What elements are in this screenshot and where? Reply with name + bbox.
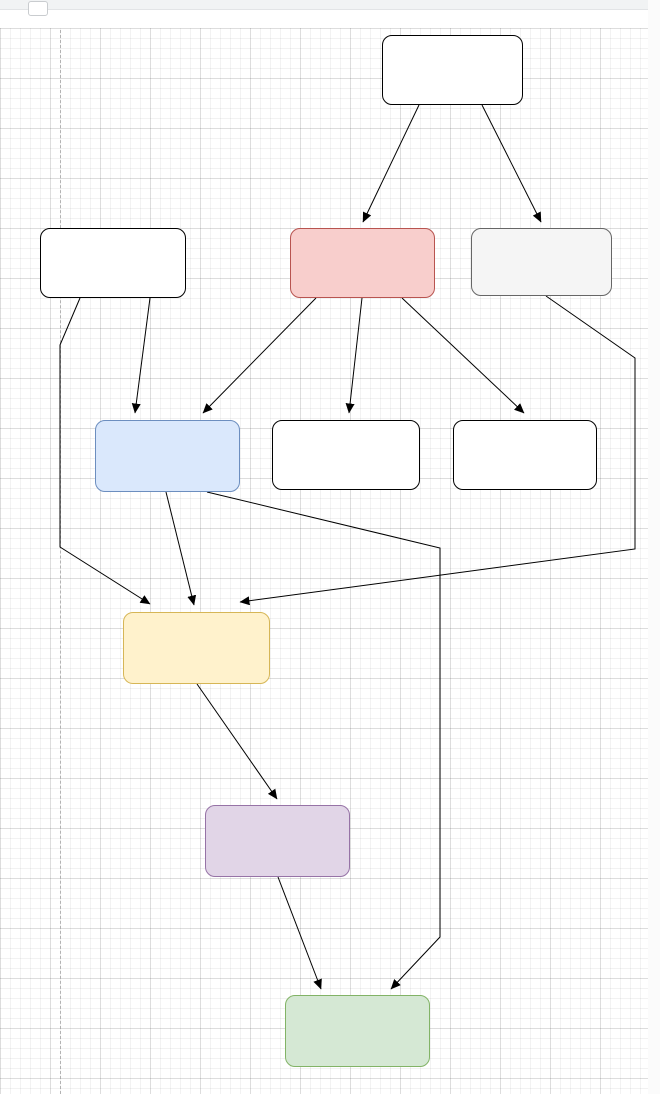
node-gray[interactable] [471,228,612,296]
node-yellow[interactable] [123,612,270,684]
node-blue[interactable] [95,420,240,492]
edge-blue-yellow[interactable] [165,491,197,606]
node-red[interactable] [290,228,435,298]
edge-purple-green[interactable] [277,876,322,990]
edge-start-red[interactable] [362,104,420,223]
node-green[interactable] [285,995,430,1067]
scrollbar-gutter[interactable] [648,0,660,1094]
edge-gray-yellow[interactable] [239,295,636,606]
edge-start-gray[interactable] [481,104,542,223]
edge-red-blue[interactable] [202,297,317,414]
edge-red-midwhite[interactable] [345,297,363,414]
edge-leftwhite-blue[interactable] [131,297,151,414]
node-purple[interactable] [205,805,350,877]
node-left-white[interactable] [40,228,186,298]
toolbar-tab[interactable] [28,1,48,16]
edge-yellow-purple[interactable] [196,683,278,800]
node-right-white[interactable] [453,420,597,490]
edge-red-rightwhite[interactable] [401,297,525,414]
edge-leftwhite-yellow[interactable] [59,297,151,605]
node-mid-white[interactable] [272,420,420,490]
top-bar [0,0,660,10]
node-start[interactable] [382,35,523,105]
edge-blue-green[interactable] [206,491,441,990]
page-boundary-guide [60,30,61,1094]
diagram-canvas[interactable] [0,28,648,1094]
